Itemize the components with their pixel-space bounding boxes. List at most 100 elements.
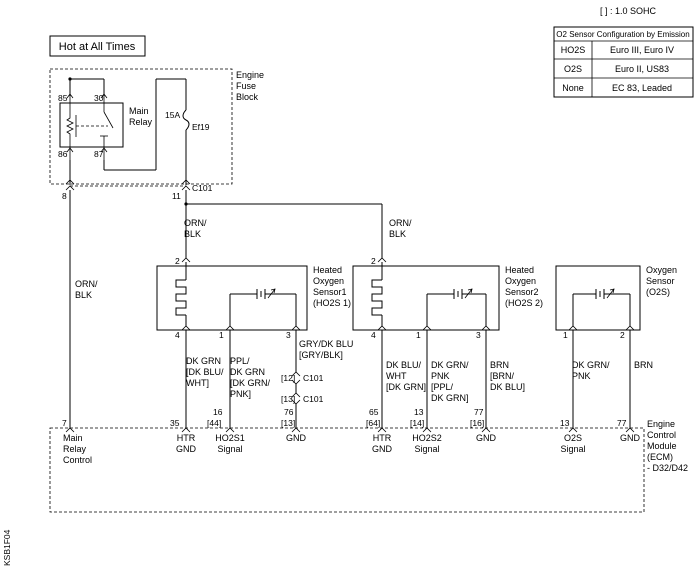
config-row-emission: Euro III, Euro IV [610,45,674,55]
sensor-label: (HO2S 1) [313,298,351,308]
wire-color-label: DK BLU/ [386,360,422,370]
main-relay: Main Relay 85 30 86 87 [58,93,153,160]
relay-pin-87: 87 [94,149,104,159]
wire-heater-feed [184,190,383,258]
wire-color-label: WHT [386,371,407,381]
config-row-emission: EC 83, Leaded [612,83,672,93]
ecm-label: O2S [564,433,582,443]
pin-label: 1 [219,330,224,340]
ecm-block [49,427,645,513]
relay-label: Relay [129,117,153,127]
ecm-label: HTR [373,433,392,443]
ecm-pin: [14] [410,418,424,428]
wire-color-label: BRN [634,360,653,370]
pin-label: 2 [175,256,180,266]
sensor-label: (HO2S 2) [505,298,543,308]
sensor-ho2s2: 2 4 1 3 [352,256,500,340]
sensor-label: Oxygen [646,265,677,275]
fuse-block-title: Fuse [236,81,256,91]
inline-connector: [13] [281,394,295,404]
connector-name: C101 [192,183,213,193]
config-row-sensor: None [562,83,584,93]
config-table: O2 Sensor Configuration by Emission HO2S… [553,26,694,98]
sensor-ho2s1: 2 4 1 3 [156,256,308,340]
pin-label: 4 [371,330,376,340]
wire-color-label: ORN/ [184,218,207,228]
wire-color-label: [DK GRN] [386,382,426,392]
pin-11: 11 [172,191,181,201]
figure-code: KSB1F04 [2,529,12,566]
wire-color-label: DK BLU] [490,382,525,392]
fuse-block-wiring [68,77,187,185]
wire-color-label: BLK [75,290,92,300]
wire-color-label: PNK [572,371,591,381]
wire-color-label: DK GRN/ [431,360,469,370]
wire-color-label: BRN [490,360,509,370]
wire-color-label: BLK [389,229,406,239]
ecm-pin: 16 [213,407,223,417]
sensor-label: Oxygen [313,276,344,286]
fuse-block-title: Block [236,92,259,102]
wire-color-label: [PPL/ [431,382,454,392]
ecm-pin: 13 [414,407,424,417]
inline-connector: C101 [303,394,324,404]
config-table-title: O2 Sensor Configuration by Emission [556,30,689,39]
relay-pin-86: 86 [58,149,68,159]
pin-label: 1 [416,330,421,340]
relay-pin-30: 30 [94,93,104,103]
wire-color-label: GRY/DK BLU [299,339,353,349]
wire-color-label: BLK [184,229,201,239]
sensor-label: Heated [313,265,342,275]
wire-color-label: [DK GRN/ [230,378,271,388]
ecm-label: HO2S1 [215,433,245,443]
wire-color-label: ORN/ [75,279,98,289]
wire-color-label: ORN/ [389,218,412,228]
ecm-label: GND [372,444,393,454]
sensor-o2s: 1 2 [555,265,641,340]
ecm-label: GND [620,433,641,443]
ecm-label: GND [286,433,307,443]
fuse-rating: 15A [165,110,180,120]
ecm-pin: [16] [470,418,484,428]
sensor-label: Sensor2 [505,287,539,297]
config-row-sensor: O2S [564,64,582,74]
ecm-pin: 13 [560,418,570,428]
ecm-label: Main [63,433,83,443]
ecm-pin: [13] [281,418,295,428]
ecm-label: Signal [414,444,439,454]
wire-color-label: PNK [431,371,450,381]
pin-label: 2 [620,330,625,340]
fuse-block-title: Engine [236,70,264,80]
ecm-pin: 35 [170,418,180,428]
wire-color-label: DK GRN/ [572,360,610,370]
connector-c101: C101 8 11 [62,179,213,201]
pin-label: 2 [371,256,376,266]
hot-label: Hot at All Times [59,41,136,53]
inline-connector: C101 [303,373,324,383]
ecm-title: Control [647,430,676,440]
sensor-label: Oxygen [505,276,536,286]
fuse-id: Ef19 [192,122,210,132]
sensor-label: (O2S) [646,287,670,297]
ecm-pin: [64] [366,418,380,428]
relay-label: Main [129,106,149,116]
ecm-pin: 77 [474,407,484,417]
ecm-label: HO2S2 [412,433,442,443]
fuse-ef19: 15A Ef19 [165,109,210,185]
ecm-label: GND [176,444,197,454]
inline-connector: [12] [281,373,295,383]
wire-color-label: DK GRN [230,367,265,377]
ecm-label: Signal [560,444,585,454]
ecm-title: (ECM) [647,452,673,462]
ecm-label: GND [476,433,497,443]
ecm-title: Engine [647,419,675,429]
config-row-emission: Euro II, US83 [615,64,669,74]
sensor-label: Heated [505,265,534,275]
wire-color-label: [BRN/ [490,371,515,381]
pin-label: 1 [563,330,568,340]
wire-color-label: [GRY/BLK] [299,350,343,360]
ecm-label: HTR [177,433,196,443]
config-row-sensor: HO2S [561,45,586,55]
hot-at-all-times-box: Hot at All Times [49,35,146,57]
